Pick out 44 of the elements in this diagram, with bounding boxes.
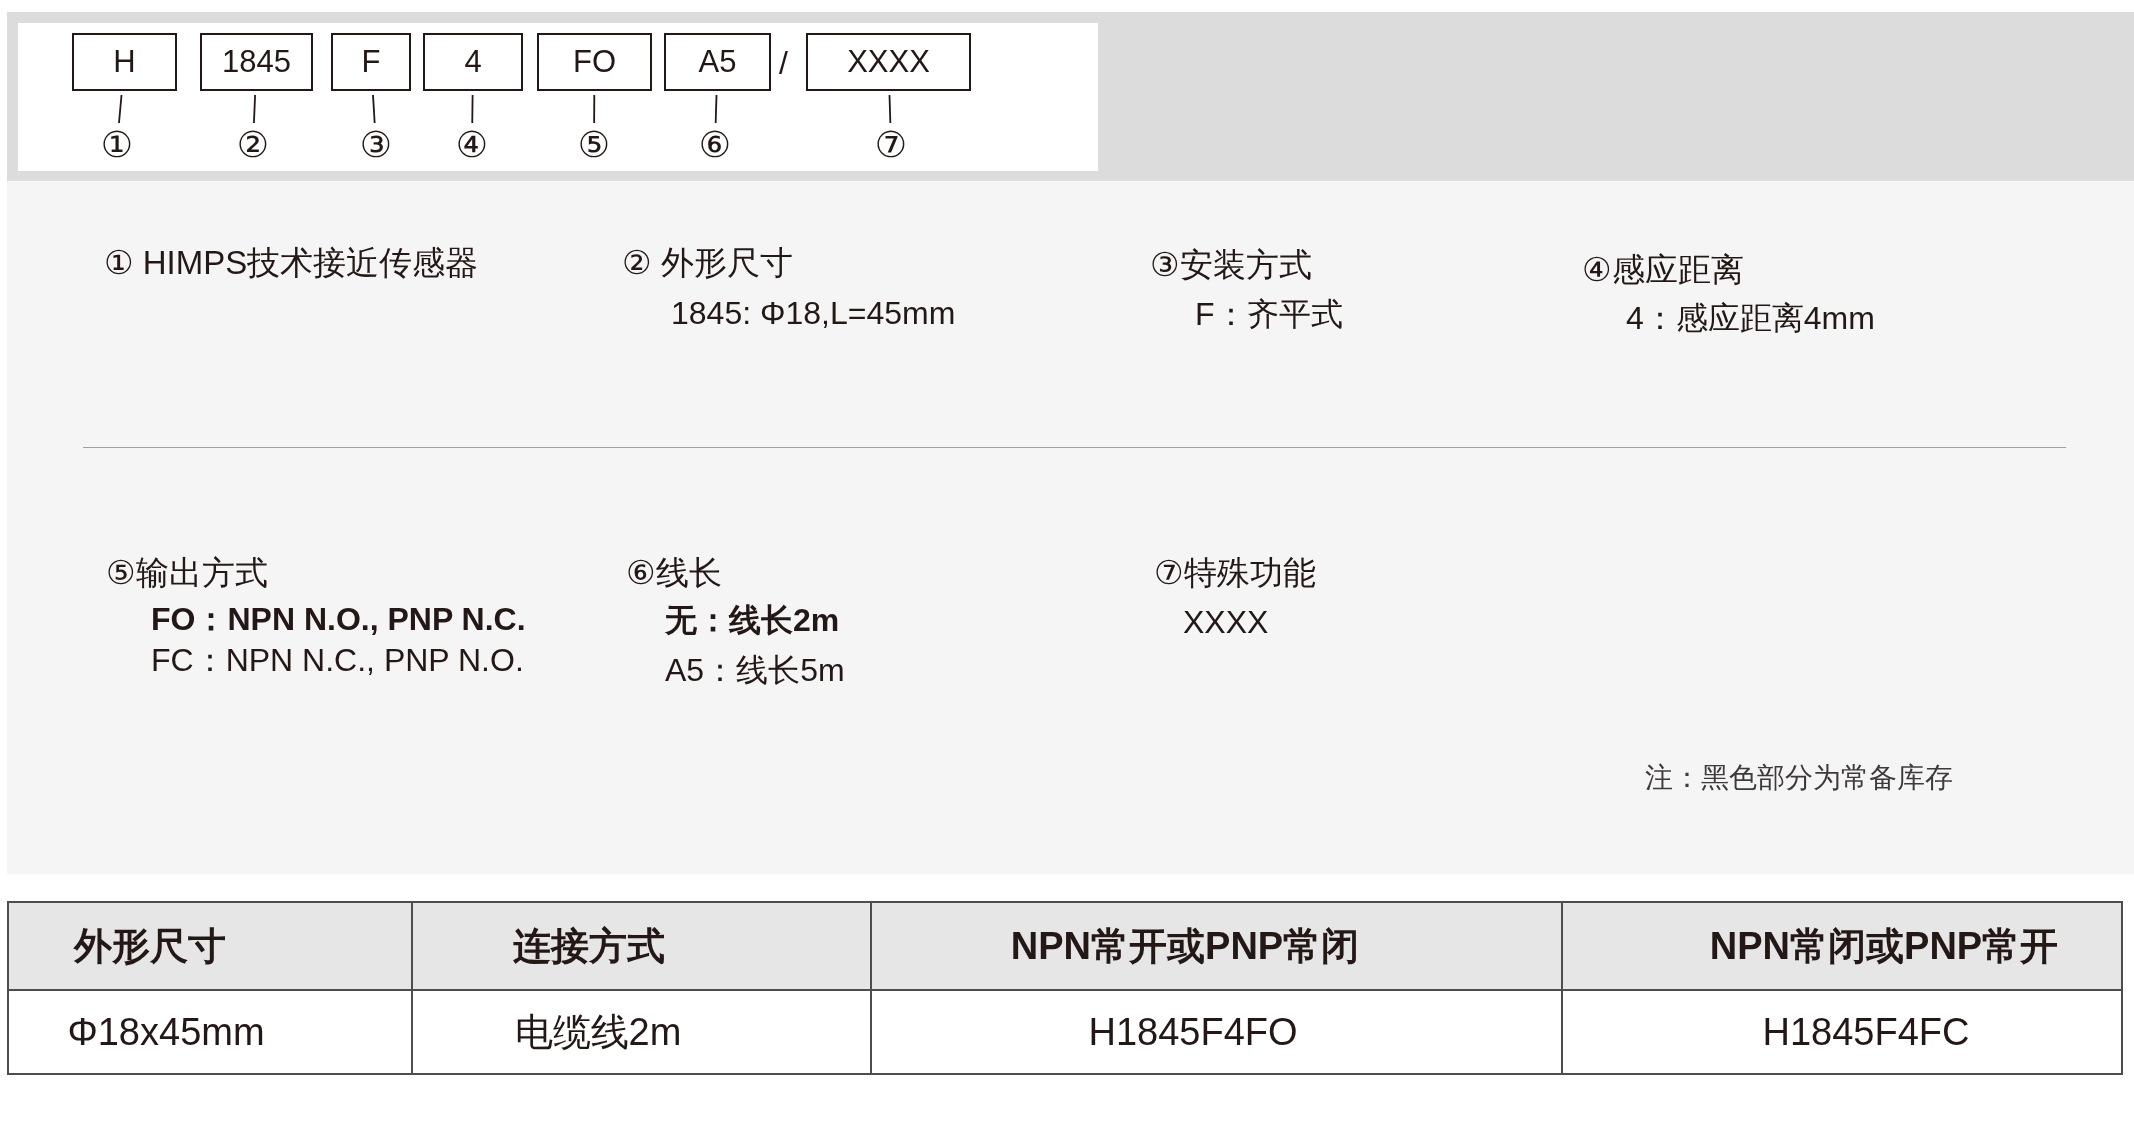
code-box: A5 <box>664 33 771 91</box>
column-header: 外形尺寸 <box>7 901 413 991</box>
option-text: FC：NPN N.C., PNP N.O. <box>151 640 524 680</box>
section-heading: ⑥线长 <box>626 553 722 593</box>
callout-number: ⑥ <box>695 125 735 165</box>
table-cell: Φ18x45mm <box>7 989 413 1075</box>
callout-number: ⑦ <box>871 125 911 165</box>
section-heading: ① HIMPS技术接近传感器 <box>104 243 479 283</box>
connector-line <box>253 94 256 124</box>
column-header: NPN常开或PNP常闭 <box>870 901 1563 991</box>
note-text: 注：黑色部分为常备库存 <box>1645 761 1953 795</box>
section-heading: ② 外形尺寸 <box>622 243 793 283</box>
separator-slash: / <box>779 43 788 83</box>
connector-line <box>888 94 892 124</box>
option-text: XXXX <box>1183 602 1269 642</box>
code-box: FO <box>537 33 652 91</box>
option-text: F：齐平式 <box>1195 294 1343 334</box>
connector-line <box>372 94 376 124</box>
column-header: NPN常闭或PNP常开 <box>1561 901 2123 991</box>
section-heading: ③安装方式 <box>1150 245 1312 285</box>
option-text: FO：NPN N.O., PNP N.C. <box>151 599 526 639</box>
callout-number: ④ <box>452 125 492 165</box>
callout-number: ① <box>97 125 137 165</box>
connector-line <box>118 94 123 124</box>
connector-line <box>714 94 718 124</box>
section-heading: ⑤输出方式 <box>106 553 268 593</box>
callout-number: ③ <box>356 125 396 165</box>
connector-line <box>593 94 596 124</box>
section-heading: ⑦特殊功能 <box>1154 553 1316 593</box>
code-box: F <box>331 33 411 91</box>
connector-line <box>471 94 474 124</box>
section-heading: ④感应距离 <box>1582 250 1744 290</box>
column-header: 连接方式 <box>411 901 872 991</box>
callout-number: ② <box>233 125 273 165</box>
callout-number: ⑤ <box>574 125 614 165</box>
code-box: 4 <box>423 33 523 91</box>
code-box: 1845 <box>200 33 313 91</box>
code-box: H <box>72 33 177 91</box>
option-text: 无：线长2m <box>665 600 840 640</box>
option-text: 1845: Φ18,L=45mm <box>671 293 956 333</box>
option-text: 4：感应距离4mm <box>1626 298 1875 338</box>
option-text: A5：线长5m <box>665 650 845 690</box>
table-cell: H1845F4FC <box>1561 989 2123 1075</box>
code-box: XXXX <box>806 33 971 91</box>
